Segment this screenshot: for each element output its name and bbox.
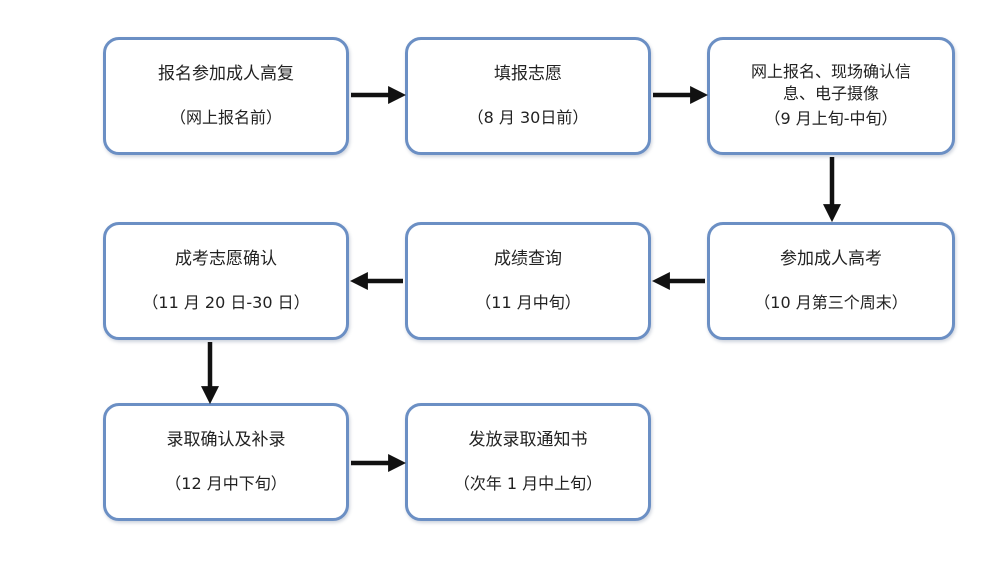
step-box-score-query: 成绩查询 （11 月中旬） <box>405 222 651 340</box>
step-title: 发放录取通知书 <box>468 430 588 450</box>
step-box-online-registration: 网上报名、现场确认信 息、电子摄像 （9 月上旬-中旬） <box>707 37 955 155</box>
step-title: 成绩查询 <box>494 249 562 269</box>
step-box-confirm-preferences: 成考志愿确认 （11 月 20 日-30 日） <box>103 222 349 340</box>
step-title: 录取确认及补录 <box>166 430 286 450</box>
step-title-line2: 息、电子摄像 <box>782 84 879 103</box>
step-box-fill-preferences: 填报志愿 （8 月 30日前） <box>405 37 651 155</box>
step-subtitle: （10 月第三个周末） <box>754 293 908 312</box>
step-title: 网上报名、现场确认信 <box>750 62 911 81</box>
step-title: 参加成人高考 <box>780 249 882 269</box>
step-box-register-exam: 报名参加成人高复 （网上报名前） <box>103 37 349 155</box>
step-subtitle: （8 月 30日前） <box>467 108 589 127</box>
step-box-admission-confirm: 录取确认及补录 （12 月中下旬） <box>103 403 349 521</box>
step-box-take-exam: 参加成人高考 （10 月第三个周末） <box>707 222 955 340</box>
step-subtitle: （网上报名前） <box>169 108 282 127</box>
step-title: 成考志愿确认 <box>175 249 277 269</box>
step-box-admission-notice: 发放录取通知书 （次年 1 月中上旬） <box>405 403 651 521</box>
step-subtitle: （11 月 20 日-30 日） <box>142 293 310 312</box>
step-title: 报名参加成人高复 <box>158 64 294 84</box>
step-title: 填报志愿 <box>494 64 562 84</box>
step-subtitle: （12 月中下旬） <box>165 474 287 493</box>
step-subtitle: （11 月中旬） <box>475 293 581 312</box>
step-subtitle: （9 月上旬-中旬） <box>764 109 898 128</box>
step-subtitle: （次年 1 月中上旬） <box>453 474 603 493</box>
